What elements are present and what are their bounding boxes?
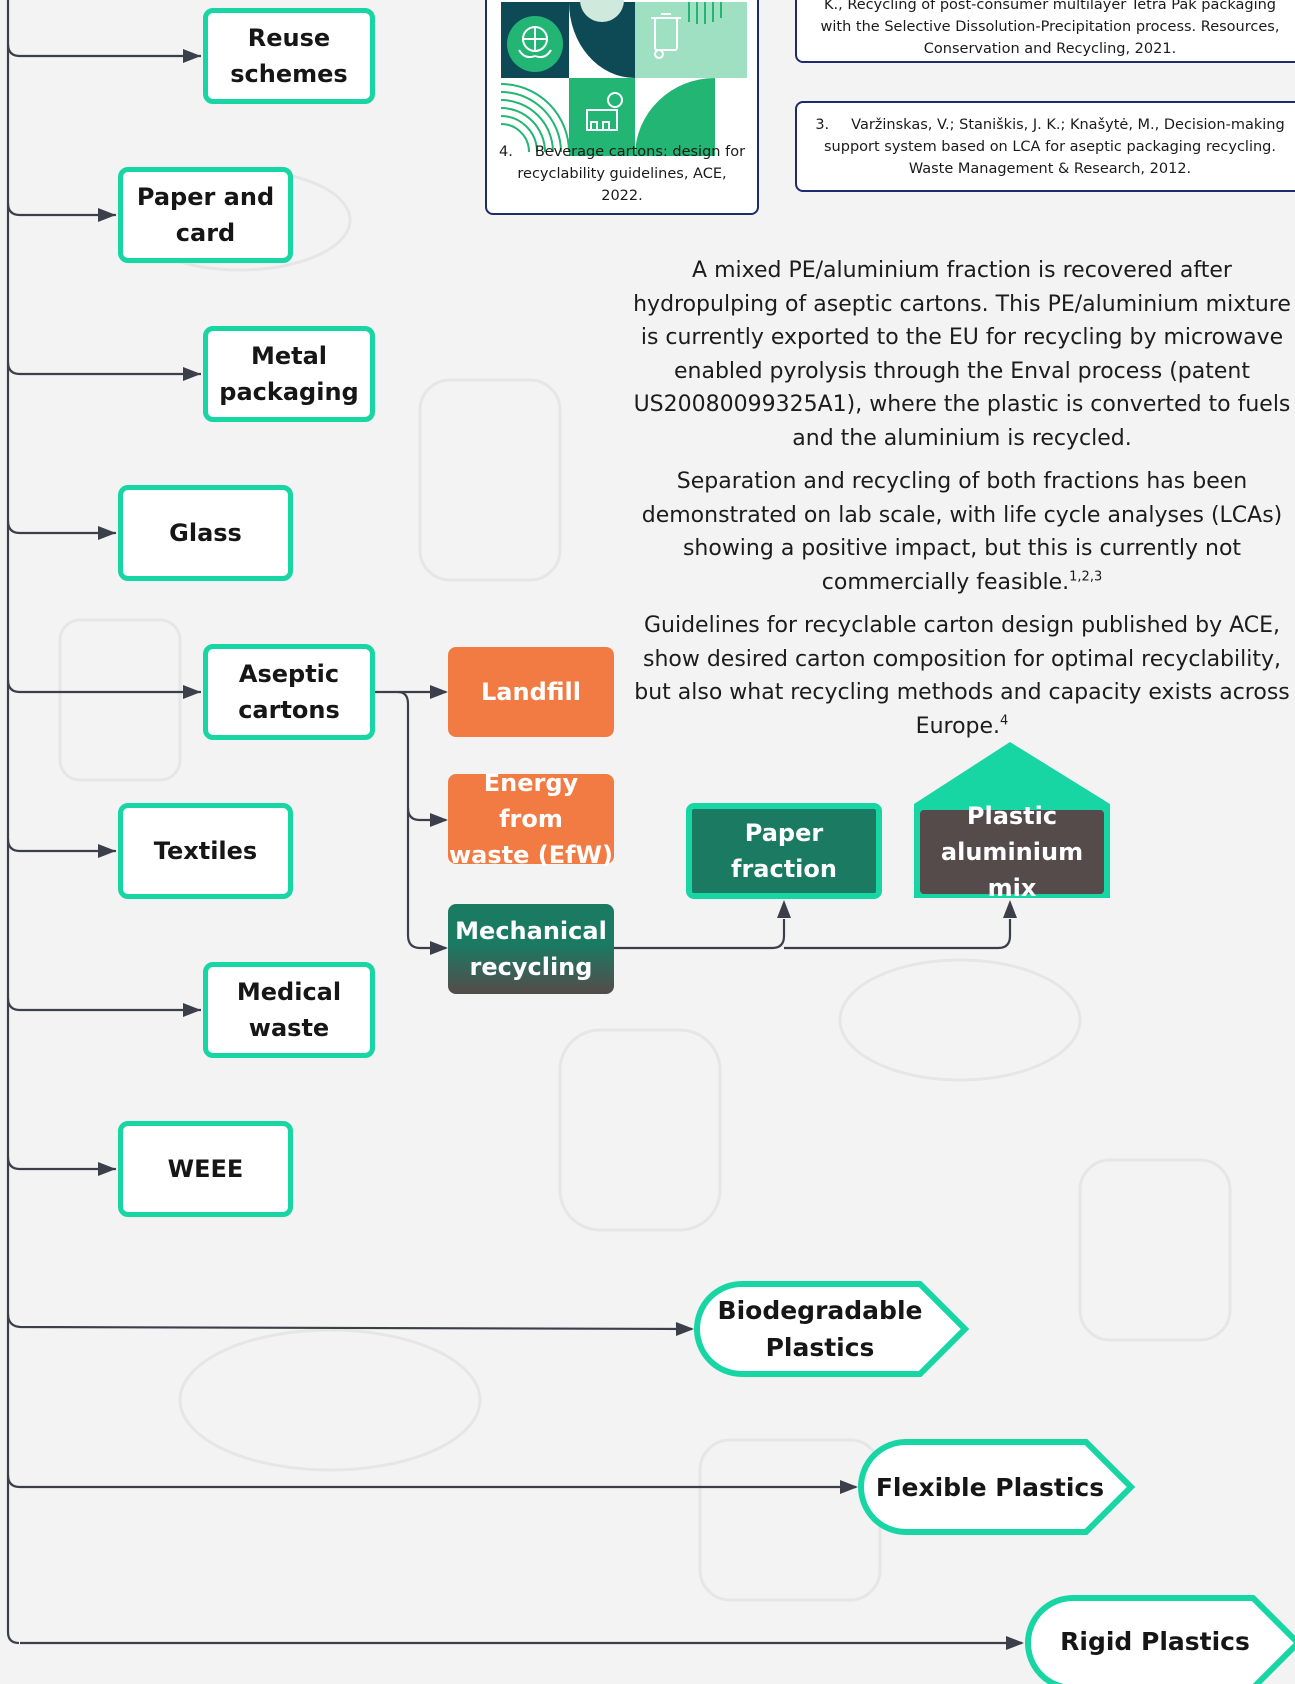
pill-flexible-shape	[857, 1439, 1136, 1535]
node-label-line: Glass	[169, 519, 242, 547]
citation-4: 4	[1000, 713, 1009, 729]
pill-label-line: Flexible Plastics	[875, 1472, 1105, 1502]
branch-arrowhead	[183, 367, 201, 381]
route-landfill[interactable]: Landfill	[448, 647, 614, 737]
node-label-line: Metal	[250, 342, 328, 370]
pill-label-line: Rigid Plastics	[1060, 1626, 1250, 1656]
branch-line	[6, 202, 116, 217]
route-line	[406, 808, 446, 950]
guidelines-poster-card: 4.Beverage cartons: design for recyclabi…	[485, 0, 759, 215]
node-metal-packaging[interactable]: Metal packaging	[203, 326, 375, 422]
branch-arrowhead	[98, 208, 116, 222]
node-paper-and-card[interactable]: Paper and card	[118, 167, 293, 263]
branch-arrowhead	[840, 1480, 858, 1494]
branch-arrowhead	[676, 1322, 694, 1336]
branch-line	[6, 1313, 693, 1331]
node-label-line: cartons	[238, 696, 340, 724]
branch-arrowhead	[98, 526, 116, 540]
paragraph-lab-scale-text: Separation and recycling of both fractio…	[641, 469, 1283, 595]
node-label-line: Reuse	[247, 24, 331, 52]
node-medical-waste[interactable]: Medical waste	[203, 962, 375, 1058]
branch-line	[6, 520, 116, 535]
pill-label-line: Biodegradable	[717, 1296, 923, 1325]
branch-line	[6, 1156, 116, 1171]
branch-arrowhead	[98, 844, 116, 858]
paragraph-lab-scale: Separation and recycling of both fractio…	[632, 465, 1292, 599]
branch-line	[6, 679, 201, 694]
node-textiles[interactable]: Textiles	[118, 803, 293, 899]
route-energy-label-line: waste (EfW)	[448, 841, 613, 869]
route-mechanical-recycling[interactable]: Mechanical recycling	[448, 904, 614, 994]
branch-line	[6, 43, 201, 58]
route-mechanical-label-line: Mechanical	[455, 917, 607, 945]
route-energy-label-line: Energy from	[483, 769, 579, 833]
paragraph-guidelines: Guidelines for recyclable carton design …	[632, 609, 1292, 743]
node-label-line: Paper and	[136, 183, 275, 211]
route-arrowhead	[1003, 900, 1017, 918]
branch-line	[6, 838, 116, 853]
reference-partial: K., Recycling of post-consumer multilaye…	[795, 0, 1295, 63]
explanation-text: A mixed PE/aluminium fraction is recover…	[632, 254, 1292, 753]
fraction-plastic-aluminium-mix[interactable]: Plastic aluminium mix	[920, 802, 1104, 902]
route-line	[784, 919, 1012, 950]
branch-arrowhead	[183, 685, 201, 699]
node-label-line: Aseptic	[238, 660, 340, 688]
route-arrowhead	[430, 685, 448, 699]
route-arrowhead	[430, 813, 448, 827]
branch-arrowhead	[98, 1162, 116, 1176]
fraction-paper-label: Paper fraction	[731, 819, 837, 883]
route-line	[614, 919, 786, 950]
pill-rigid-shape	[1024, 1595, 1295, 1684]
node-glass[interactable]: Glass	[118, 485, 293, 581]
trunk-line	[6, 0, 20, 1645]
fraction-plastic-label-line: Plastic	[966, 802, 1058, 830]
reference-4-caption: 4.Beverage cartons: design for recyclabi…	[495, 141, 749, 207]
branch-arrowhead	[1006, 1636, 1024, 1650]
node-weee[interactable]: WEEE	[118, 1121, 293, 1217]
route-landfill-label: Landfill	[481, 678, 581, 706]
node-aseptic-cartons[interactable]: Aseptic cartons	[203, 644, 375, 740]
paragraph-hydropulping: A mixed PE/aluminium fraction is recover…	[633, 258, 1291, 451]
node-label-line: schemes	[230, 60, 348, 88]
node-rigid-plastics[interactable]: Rigid Plastics	[1040, 1598, 1270, 1684]
route-mechanical-label-line: recycling	[469, 953, 593, 981]
reference-3: 3.Varžinskas, V.; Staniškis, J. K.; Knaš…	[795, 101, 1295, 192]
node-label-line: packaging	[219, 378, 359, 406]
branch-arrowhead	[183, 49, 201, 63]
node-label-line: card	[175, 219, 236, 247]
node-label-line: Medical	[236, 978, 342, 1006]
reference-4-number: 4.	[498, 144, 513, 160]
route-arrowhead	[430, 941, 448, 955]
citation-1-2-3: 1,2,3	[1069, 569, 1103, 585]
fraction-paper[interactable]: Paper fraction	[686, 803, 882, 899]
reference-partial-text: K., Recycling of post-consumer multilaye…	[820, 0, 1280, 57]
guidelines-poster-image	[500, 0, 747, 156]
node-label-line: WEEE	[167, 1155, 244, 1183]
reference-4-text: Beverage cartons: design for recyclabili…	[517, 144, 746, 204]
node-label-line: waste	[248, 1014, 330, 1042]
reference-3-number: 3.	[815, 117, 830, 133]
pill-biodegradable-shape	[693, 1281, 970, 1377]
node-reuse-schemes[interactable]: Reuse schemes	[203, 8, 375, 104]
branch-line	[6, 1474, 856, 1489]
route-energy-from-waste[interactable]: Energy from waste (EfW)	[448, 769, 614, 869]
paragraph-guidelines-text: Guidelines for recyclable carton design …	[634, 613, 1290, 739]
branch-line	[6, 361, 201, 376]
branch-arrowhead	[183, 1003, 201, 1017]
node-flexible-plastics[interactable]: Flexible Plastics	[870, 1442, 1110, 1532]
node-label-line: Textiles	[153, 837, 258, 865]
fraction-plastic-label-line: aluminium mix	[940, 838, 1084, 902]
reference-3-text: Varžinskas, V.; Staniškis, J. K.; Knašyt…	[824, 117, 1285, 177]
pill-label-line: Plastics	[765, 1333, 875, 1362]
branch-line	[6, 997, 201, 1012]
route-arrowhead	[777, 900, 791, 918]
